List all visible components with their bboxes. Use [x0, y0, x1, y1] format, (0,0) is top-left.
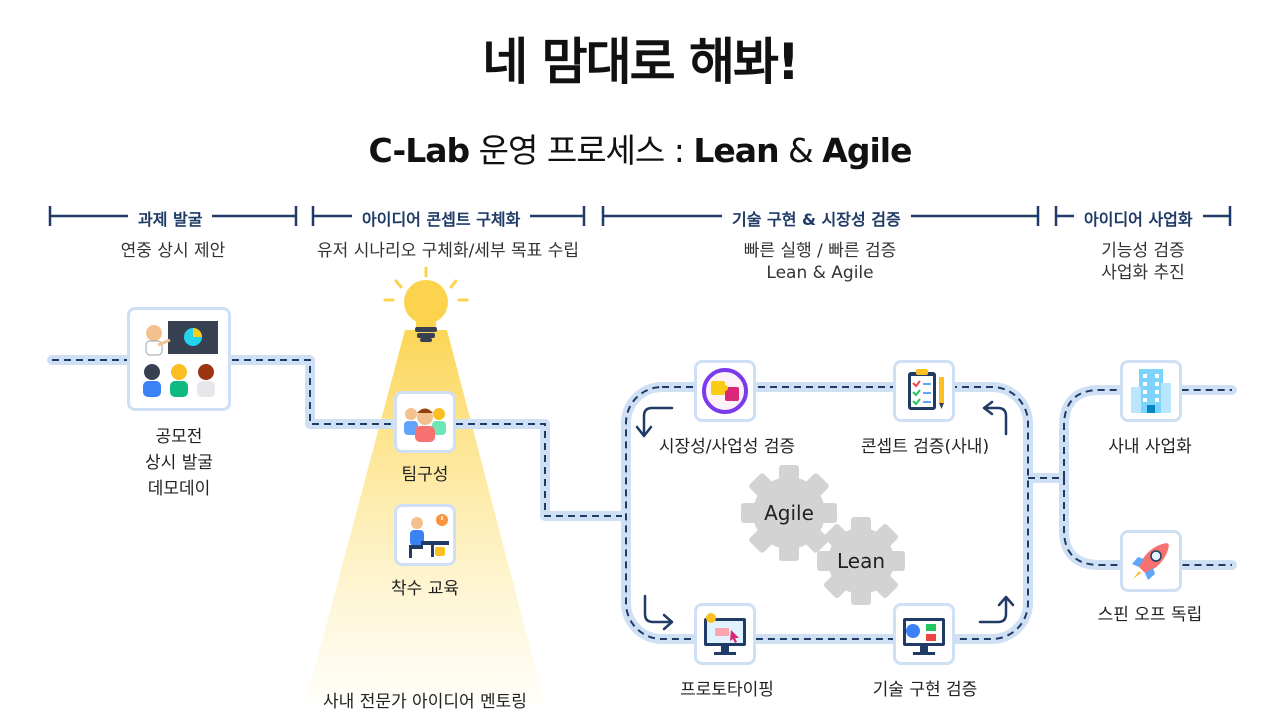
gear-lean-label: Lean [836, 549, 886, 573]
phase-brackets [48, 206, 1232, 226]
phase-label-business: 아이디어 사업화 [1074, 206, 1203, 230]
stage2-education-label: 착수 교육 [391, 579, 459, 599]
subtitle-method-lean: Lean [693, 131, 779, 170]
phase-desc-concept: 유저 시나리오 구체화/세부 목표 수립 [317, 241, 579, 261]
phase-label-concept: 아이디어 콘셉트 구체화 [352, 206, 531, 230]
stage2-team-label: 팀구성 [401, 465, 449, 485]
cycle-arrows [635, 400, 1015, 631]
phase-desc-validation-1: 빠른 실행 / 빠른 검증 [743, 241, 897, 261]
education-icon [394, 504, 456, 566]
subtitle-middle: 운영 프로세스 : [469, 131, 694, 170]
page-title: 네 맘대로 해봐! [482, 33, 800, 91]
checklist-icon [893, 360, 955, 422]
stage3-market-label: 시장성/사업성 검증 [658, 437, 796, 457]
stage3-tech-label: 기술 구현 검증 [872, 680, 978, 700]
stage1-line-1: 공모전 [155, 427, 203, 447]
puzzle-icon [694, 360, 756, 422]
phase-desc-validation-2: Lean & Agile [766, 263, 874, 283]
rocket-icon [1120, 530, 1182, 592]
stage2-mentoring-label: 사내 전문가 아이디어 멘토링 [323, 692, 527, 712]
subtitle-method-agile: Agile [822, 131, 912, 170]
subtitle-brand: C-Lab [368, 131, 471, 170]
stage1-line-2: 상시 발굴 [145, 453, 213, 473]
phase-desc-business-1: 기능성 검증 [1101, 241, 1185, 261]
team-icon [394, 391, 456, 453]
tech-verify-icon [893, 603, 955, 665]
gear-agile-label: Agile [764, 501, 814, 525]
path-dashes [52, 359, 1232, 640]
stage4-spinoff-label: 스핀 오프 독립 [1097, 605, 1203, 625]
building-icon [1120, 360, 1182, 422]
phase-label-validation: 기술 구현 & 시장성 검증 [722, 206, 911, 230]
presentation-icon [127, 307, 231, 411]
stage1-line-3: 데모데이 [147, 479, 211, 499]
subtitle-amp: & [778, 131, 823, 170]
stage3-prototype-label: 프로토타이핑 [680, 680, 774, 700]
gear-agile [741, 465, 837, 561]
phase-label-discovery: 과제 발굴 [128, 206, 213, 230]
page-subtitle: C-Lab 운영 프로세스 : Lean & Agile [0, 124, 1280, 172]
lightbulb-icon [383, 266, 469, 342]
gear-lean [817, 517, 905, 605]
stage3-concept-label: 콘셉트 검증(사내) [860, 437, 990, 457]
stage4-inhouse-label: 사내 사업화 [1108, 437, 1192, 457]
prototype-icon [694, 603, 756, 665]
phase-desc-business-2: 사업화 추진 [1101, 263, 1185, 283]
phase-desc-discovery: 연중 상시 제안 [120, 241, 226, 261]
